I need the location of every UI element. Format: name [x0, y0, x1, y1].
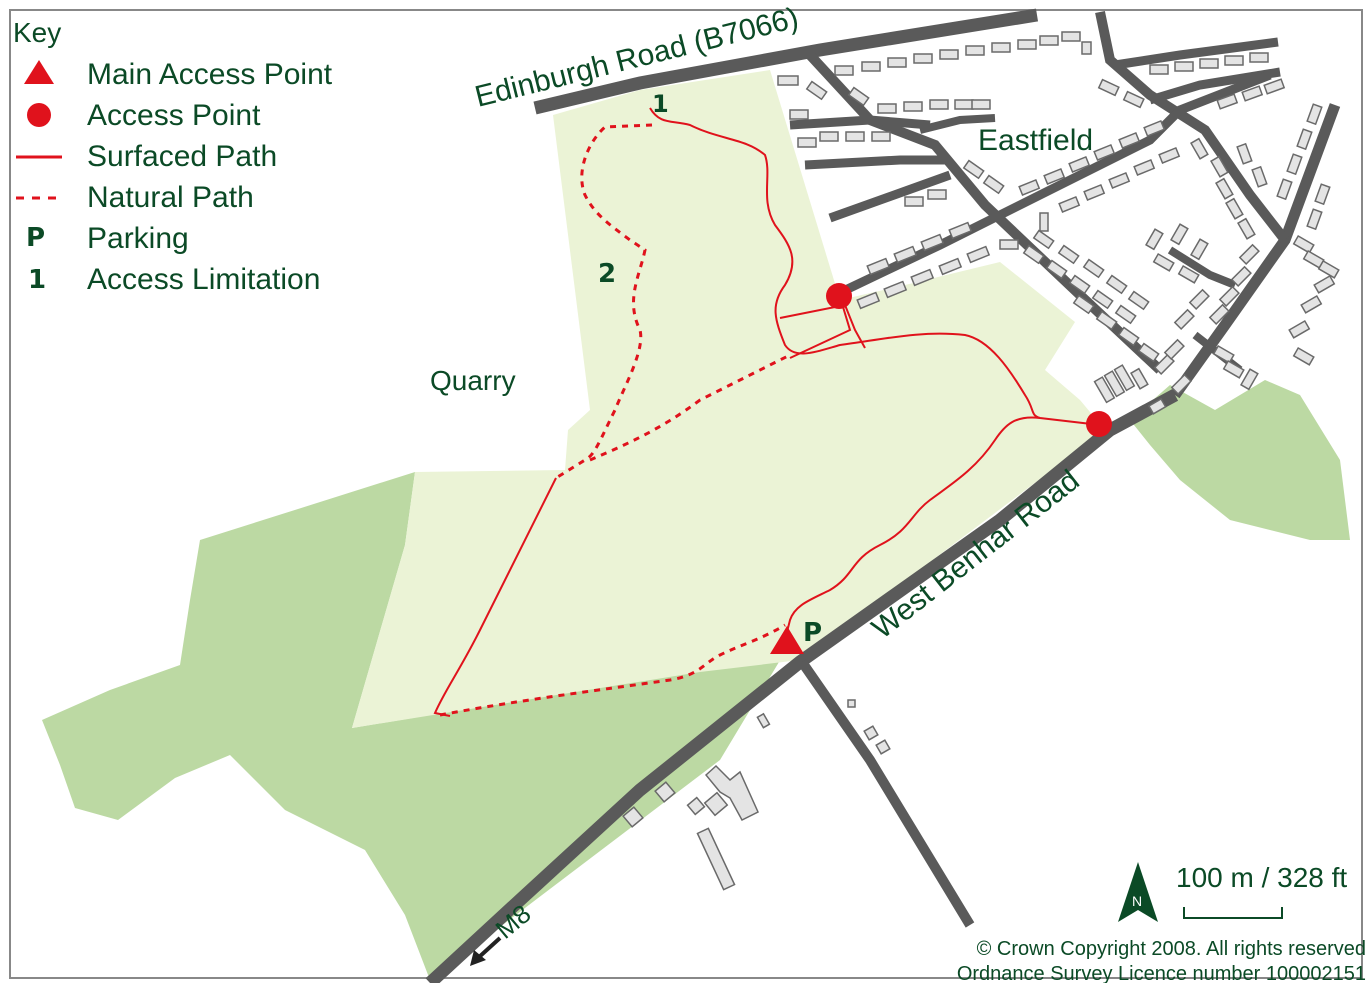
access-limitation-1-marker: 1	[652, 90, 669, 118]
legend-limitation-icon: 1	[28, 265, 46, 295]
legend-item-parking: Parking	[87, 222, 189, 255]
open-ground	[352, 70, 1105, 728]
copyright-line-2: Ordnance Survey Licence number 100002151	[957, 963, 1366, 983]
natural-paths	[439, 123, 791, 717]
eastfield-label: Eastfield	[978, 124, 1093, 157]
edinburgh-road	[533, 8, 1039, 115]
main-access-point[interactable]	[770, 626, 804, 654]
legend-item-natural: Natural Path	[87, 181, 254, 214]
legend-item-limitation: Access Limitation	[87, 263, 320, 296]
legend-parking-icon: P	[26, 223, 45, 253]
copyright-line-1: © Crown Copyright 2008. All rights reser…	[977, 938, 1366, 960]
buildings	[622, 31, 1340, 891]
access-point-north[interactable]	[826, 283, 852, 309]
legend-circle-icon	[27, 103, 51, 127]
north-letter: N	[1132, 893, 1142, 909]
roads	[425, 8, 1341, 983]
access-limitation-2-marker: 2	[598, 259, 616, 289]
southern-side-road	[797, 659, 975, 928]
scale-bar: 100 m / 328 ft	[1176, 862, 1347, 919]
access-points[interactable]	[770, 283, 1112, 654]
woodland	[42, 380, 1350, 980]
m8-arrow-icon	[470, 936, 502, 966]
north-arrow-icon: N	[1118, 862, 1158, 922]
eastfield-main-road	[1170, 103, 1341, 399]
parking-marker: P	[803, 618, 822, 648]
quarry-label: Quarry	[430, 365, 516, 396]
legend-triangle-icon	[24, 60, 54, 84]
legend: Key Main Access Point Access Point Surfa…	[13, 17, 333, 296]
legend-title: Key	[13, 17, 61, 48]
legend-item-surfaced: Surfaced Path	[87, 140, 277, 173]
surfaced-paths	[433, 107, 1101, 717]
access-point-east[interactable]	[1086, 411, 1112, 437]
scale-label: 100 m / 328 ft	[1176, 862, 1347, 893]
legend-item-access: Access Point	[87, 99, 261, 132]
legend-item-main-access: Main Access Point	[87, 58, 333, 91]
